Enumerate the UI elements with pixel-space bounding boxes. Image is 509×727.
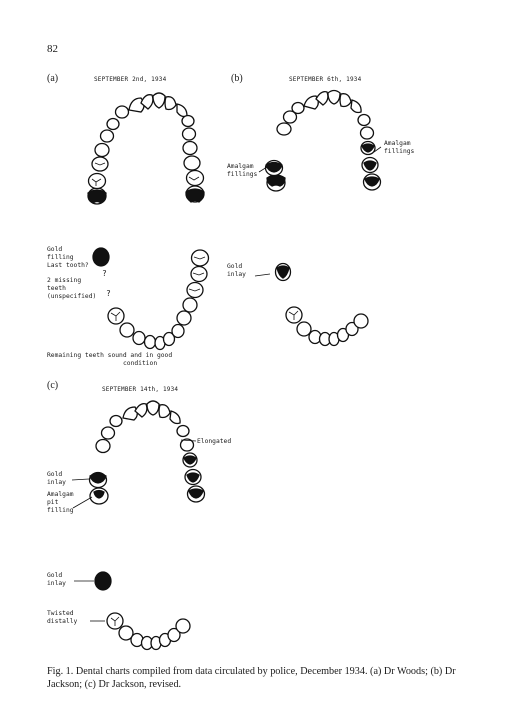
- label-a-missing-teeth: 2 missing teeth (unspecified): [47, 277, 97, 300]
- label-a-gold-filling: Gold filling Last tooth?: [47, 246, 89, 269]
- label-b-gold-inlay: Gold inlay: [227, 263, 246, 278]
- label-b-amalgam-right: Amalgam fillings: [384, 140, 415, 155]
- label-c-gold-inlay-lower: Gold inlay: [47, 572, 66, 587]
- figure-caption: Fig. 1. Dental charts compiled from data…: [47, 666, 456, 690]
- panel-c-upper-arch: [88, 400, 206, 505]
- page-number: 82: [47, 43, 58, 55]
- question-mark-1: ?: [102, 269, 107, 278]
- label-c-gold-inlay-upper: Gold inlay: [47, 471, 66, 486]
- label-a-remaining: Remaining teeth sound and in good condit…: [47, 352, 173, 367]
- panel-b-upper-arch: [264, 89, 382, 192]
- panel-c-letter: (c): [47, 380, 59, 391]
- label-c-elongated: Elongated: [197, 438, 232, 445]
- panel-a-upper-arch: [87, 92, 205, 205]
- panel-c-date: SEPTEMBER 14th, 1934: [102, 386, 179, 393]
- panel-a-letter: (a): [47, 73, 59, 84]
- label-b-amalgam-left: Amalgam fillings: [227, 163, 258, 178]
- leader-lines: [71, 146, 382, 622]
- panel-a-date: SEPTEMBER 2nd, 1934: [94, 76, 167, 83]
- panel-b-lower-arch: [274, 262, 369, 347]
- panel-a-lower-arch: [92, 247, 210, 351]
- panel-b-date: SEPTEMBER 6th, 1934: [289, 76, 362, 83]
- label-c-twisted: Twisted distally: [47, 610, 78, 625]
- panel-c-lower-arch: [94, 571, 191, 651]
- panel-b-letter: (b): [231, 73, 243, 84]
- label-c-amalgam-pit: Amalgam pit filling: [47, 491, 74, 514]
- question-mark-2: ?: [106, 289, 111, 298]
